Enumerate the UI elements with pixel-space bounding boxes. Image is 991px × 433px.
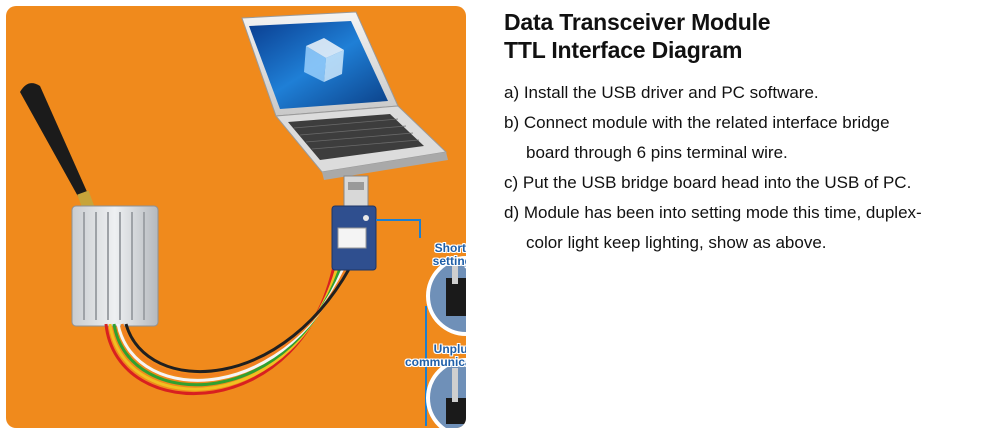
step-line: color light keep lighting, show as above… [526,233,827,252]
steps-list: a) Install the USB driver and PC softwar… [504,78,984,258]
illustration-svg [6,6,466,428]
text-panel: Data Transceiver Module TTL Interface Di… [504,8,984,258]
step-line: b) Connect module with the related inter… [504,113,890,132]
illustration-panel: Shorted into setting mode Unplug into co… [6,6,466,428]
callout-shorted-label: Shorted into setting mode [432,241,466,268]
terminal-wires [104,255,358,395]
title-line-2: TTL Interface Diagram [504,37,743,63]
step-line: c) Put the USB bridge board head into th… [504,173,912,192]
usb-bridge-board-image [331,175,377,271]
step-line: board through 6 pins terminal wire. [526,143,788,162]
title-line-1: Data Transceiver Module [504,9,771,35]
jumper-shorted-image [426,256,466,336]
step-line: a) Install the USB driver and PC softwar… [504,83,819,102]
step-item: d) Module has been into setting mode thi… [504,198,984,258]
diagram-title: Data Transceiver Module TTL Interface Di… [504,8,984,64]
step-item: b) Connect module with the related inter… [504,108,984,168]
connector-line [376,219,421,238]
radio-module-image [71,205,159,327]
step-item: a) Install the USB driver and PC softwar… [504,78,984,108]
step-line: d) Module has been into setting mode thi… [504,203,922,222]
callout-unplug-label: Unplug into communication mode [404,342,466,369]
laptop-image [241,11,448,180]
step-item: c) Put the USB bridge board head into th… [504,168,984,198]
jumper-unplugged-image [426,358,466,428]
